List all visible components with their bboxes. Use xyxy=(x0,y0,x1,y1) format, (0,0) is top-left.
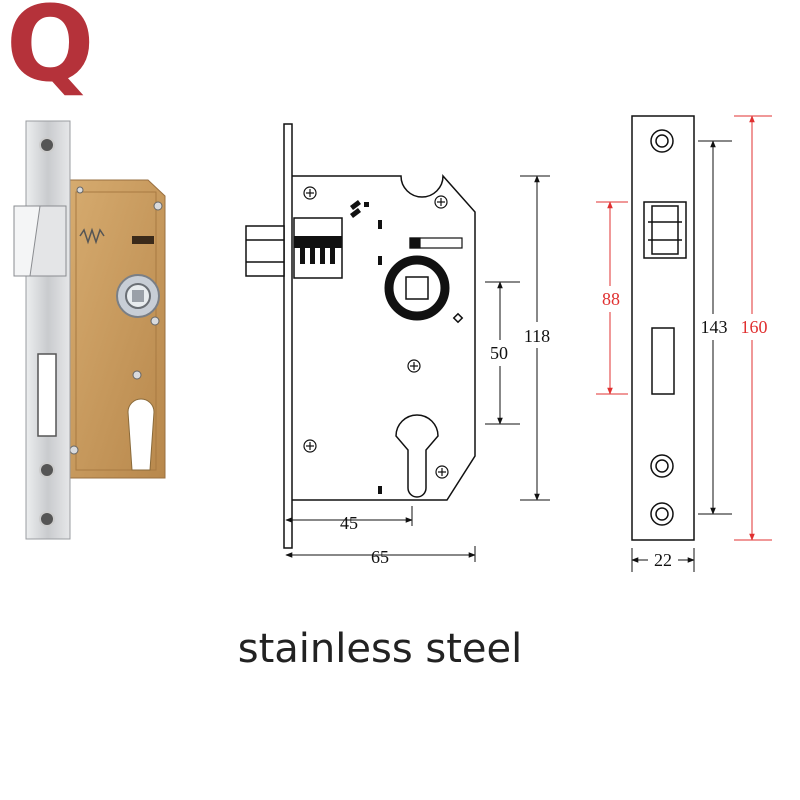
dim-faceplate-height: 160 xyxy=(741,317,768,337)
lock-slot xyxy=(132,236,154,244)
screw-icon xyxy=(434,195,448,209)
cylinder-cutout xyxy=(395,414,439,498)
dim-total-depth: 65 xyxy=(371,547,389,567)
latch-outline xyxy=(245,225,285,277)
dim-latch-to-deadbolt: 88 xyxy=(602,289,620,309)
side-faceplate xyxy=(283,123,293,549)
screw-icon xyxy=(303,439,317,453)
faceplate-front-view xyxy=(631,115,695,541)
dim-center-distance: 50 xyxy=(490,343,508,363)
faceplate-hole-top xyxy=(39,137,55,153)
lock-photo xyxy=(13,120,166,540)
follower-square xyxy=(132,290,144,302)
spring xyxy=(79,227,105,245)
small-marks xyxy=(350,200,382,494)
front-hole-top xyxy=(650,129,674,153)
dimension-lines-side xyxy=(285,175,550,562)
screw-icon xyxy=(153,201,163,211)
follower-outer xyxy=(384,255,450,321)
screw-icon xyxy=(69,445,79,455)
screw-icon xyxy=(76,186,84,194)
front-latch xyxy=(643,201,687,259)
screw-icon xyxy=(407,359,421,373)
side-view-drawing xyxy=(245,123,476,549)
small-slot xyxy=(452,312,464,324)
faceplate-hole-bottom xyxy=(39,511,55,527)
faceplate-hole-mid xyxy=(39,462,55,478)
brand-logo: Q xyxy=(6,0,95,105)
deadbolt-opening xyxy=(37,353,57,437)
screw-icon xyxy=(435,465,449,479)
lock-body-inner-frame xyxy=(75,191,157,471)
front-hole-bottom xyxy=(650,502,674,526)
dim-faceplate-width: 22 xyxy=(654,550,672,570)
screw-icon xyxy=(150,316,160,326)
dim-screw-spacing: 143 xyxy=(701,317,728,337)
indicator-bar xyxy=(409,237,463,249)
cylinder-hole xyxy=(127,398,155,471)
side-body-outline xyxy=(292,174,476,501)
latch-bolt-bevel xyxy=(13,205,41,277)
front-deadbolt-slot xyxy=(651,327,675,395)
dim-body-height: 118 xyxy=(524,326,550,346)
screw-icon xyxy=(303,186,317,200)
material-caption: stainless steel xyxy=(237,626,523,672)
screw-icon xyxy=(132,370,142,380)
latch-teeth xyxy=(294,236,342,264)
follower-square-side xyxy=(405,276,429,300)
dim-backset: 45 xyxy=(340,513,358,533)
front-hole-mid xyxy=(650,454,674,478)
